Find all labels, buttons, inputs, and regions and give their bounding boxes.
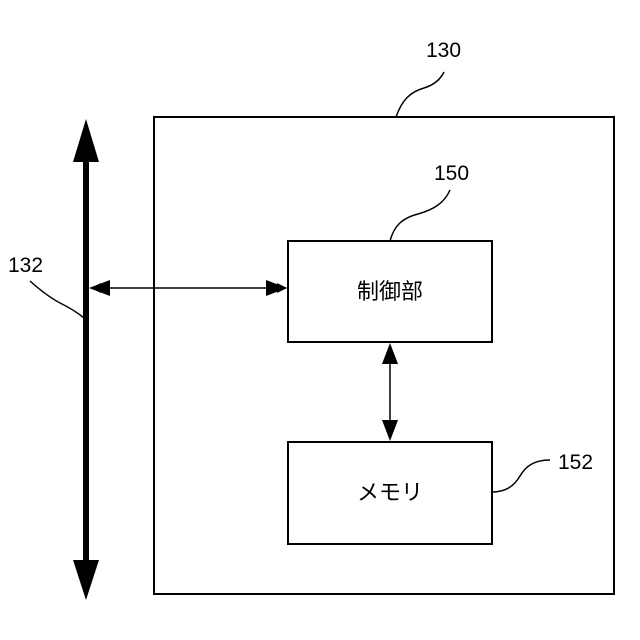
memory-leader-line [492, 460, 550, 492]
bus-arrow-down [73, 560, 99, 600]
control-unit-ref: 150 [434, 162, 469, 185]
memory-ref: 152 [558, 451, 593, 474]
bus-control-arrowhead-right [266, 280, 287, 296]
bus-leader-line [30, 281, 84, 318]
control-memory-arrowhead-down [382, 420, 398, 441]
control-unit-leader-line [390, 190, 450, 241]
outer-box-leader-line [396, 72, 444, 117]
control-unit-label: 制御部 [357, 280, 423, 305]
bus-arrow-up [73, 119, 99, 162]
bus-control-arrowhead-left [89, 280, 110, 296]
control-memory-arrowhead-up [382, 343, 398, 364]
bus-ref: 132 [8, 254, 43, 277]
outer-box-ref: 130 [426, 39, 461, 62]
memory-label: メモリ [357, 481, 423, 506]
